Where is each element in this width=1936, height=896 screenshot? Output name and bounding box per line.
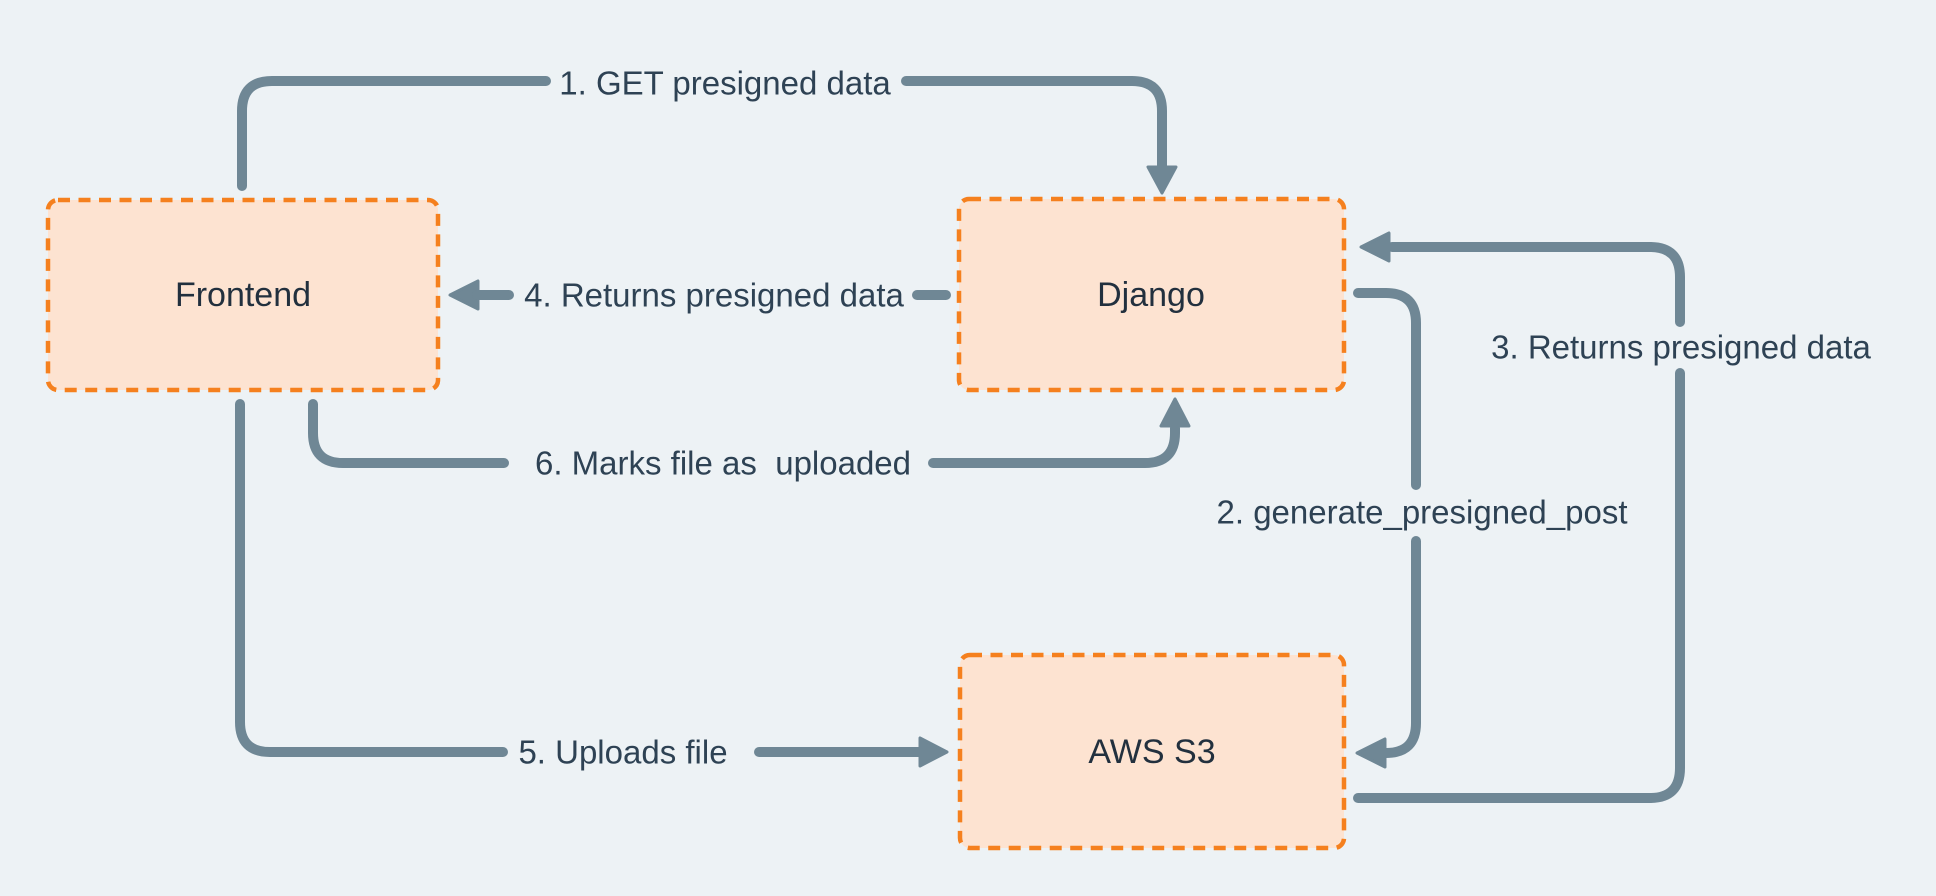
- connector-4-returns-presigned-data: [448, 279, 951, 311]
- node-aws-s3-label: AWS S3: [1088, 733, 1216, 771]
- connector-3-returns-presigned-data: [1353, 231, 1685, 803]
- node-aws-s3-box: [957, 652, 1347, 851]
- connector-6-marks-file-uploaded: [308, 397, 1191, 468]
- connector-1-get-presigned-data: [237, 76, 1178, 195]
- arrowhead-down-icon: [1146, 165, 1178, 195]
- edge-label-1-get-presigned-data: 1. GET presigned data: [559, 64, 891, 102]
- node-frontend-box: [45, 197, 441, 393]
- edge-label-4-returns-presigned-data: 4. Returns presigned data: [524, 276, 904, 314]
- node-django-label: Django: [1097, 276, 1205, 314]
- connector-5-uploads-file: [235, 399, 949, 768]
- edge-label-2-generate-presigned-post: 2. generate_presigned_post: [1216, 493, 1628, 531]
- node-frontend-label: Frontend: [174, 276, 312, 314]
- edge-label-3-returns-presigned-data: 3. Returns presigned data: [1491, 328, 1871, 366]
- edge-label-6-marks-file-uploaded: 6. Marks file as uploaded: [534, 444, 912, 482]
- node-django-box: [956, 196, 1347, 393]
- edge-label-5-uploads-file: 5. Uploads file: [518, 733, 728, 771]
- arrowhead-right-icon: [918, 736, 949, 768]
- arrowhead-left-icon: [1355, 737, 1387, 769]
- arrowhead-up-icon: [1159, 397, 1191, 428]
- arrowhead-left-icon: [1359, 231, 1391, 263]
- connector-2-generate-presigned-post: [1353, 288, 1421, 769]
